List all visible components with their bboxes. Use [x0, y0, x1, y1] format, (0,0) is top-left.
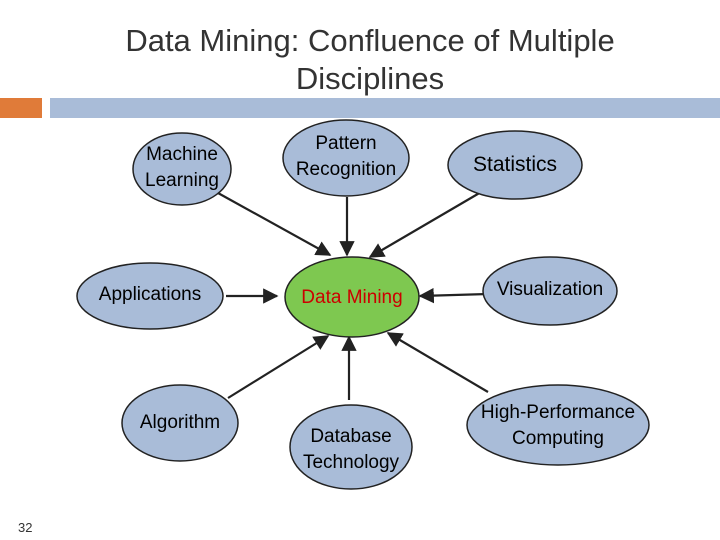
arrow-machine-learning [217, 192, 332, 256]
label-machine-learning: Machine Learning [112, 142, 252, 194]
node-visualization [482, 256, 618, 326]
label-applications: Applications [70, 282, 230, 308]
accent-bar-blue [50, 98, 720, 118]
page-number: 32 [18, 520, 33, 535]
label-high-performance-computing-line-2: Computing [512, 428, 604, 449]
node-high-performance-computing [466, 384, 650, 466]
label-statistics-line-1: Statistics [472, 153, 558, 176]
label-applications-line-1: Applications [98, 284, 202, 305]
label-data-mining: Data Mining [272, 285, 432, 311]
label-visualization: Visualization [470, 277, 630, 303]
label-high-performance-computing-line-1: High-Performance [480, 402, 636, 423]
label-statistics: Statistics [435, 152, 595, 178]
label-database-technology-line-2: Technology [302, 452, 400, 473]
arrow-visualization [418, 287, 489, 304]
label-pattern-recognition-line-2: Recognition [295, 159, 397, 180]
slide-title-line-1: Data Mining: Confluence of Multiple [125, 23, 615, 58]
node-data-mining[interactable] [284, 256, 420, 338]
label-algorithm: Algorithm [100, 410, 260, 436]
accent-bar-orange [0, 98, 42, 118]
node-database-technology [289, 404, 413, 490]
label-machine-learning-line-2: Learning [145, 170, 219, 191]
label-high-performance-computing: High-Performance Computing [463, 400, 653, 452]
label-database-technology: Database Technology [271, 424, 431, 476]
label-visualization-line-1: Visualization [496, 279, 604, 300]
node-statistics [447, 130, 583, 200]
label-database-technology-line-1: Database [310, 426, 392, 447]
label-pattern-recognition-line-1: Pattern [315, 133, 377, 154]
node-algorithm [121, 384, 239, 462]
node-machine-learning [132, 132, 232, 206]
arrow-high-performance-computing [386, 332, 489, 393]
label-data-mining-line-1: Data Mining [301, 287, 403, 308]
arrow-statistics [368, 187, 489, 258]
arrow-algorithm [227, 335, 330, 399]
label-machine-learning-line-1: Machine [146, 144, 218, 165]
slide-title: Data Mining: Confluence of Multiple Disc… [60, 22, 680, 98]
label-pattern-recognition: Pattern Recognition [266, 131, 426, 183]
label-algorithm-line-1: Algorithm [139, 412, 221, 433]
slide-title-line-2: Disciplines [295, 61, 445, 96]
node-pattern-recognition [282, 119, 410, 197]
node-applications [76, 262, 224, 330]
